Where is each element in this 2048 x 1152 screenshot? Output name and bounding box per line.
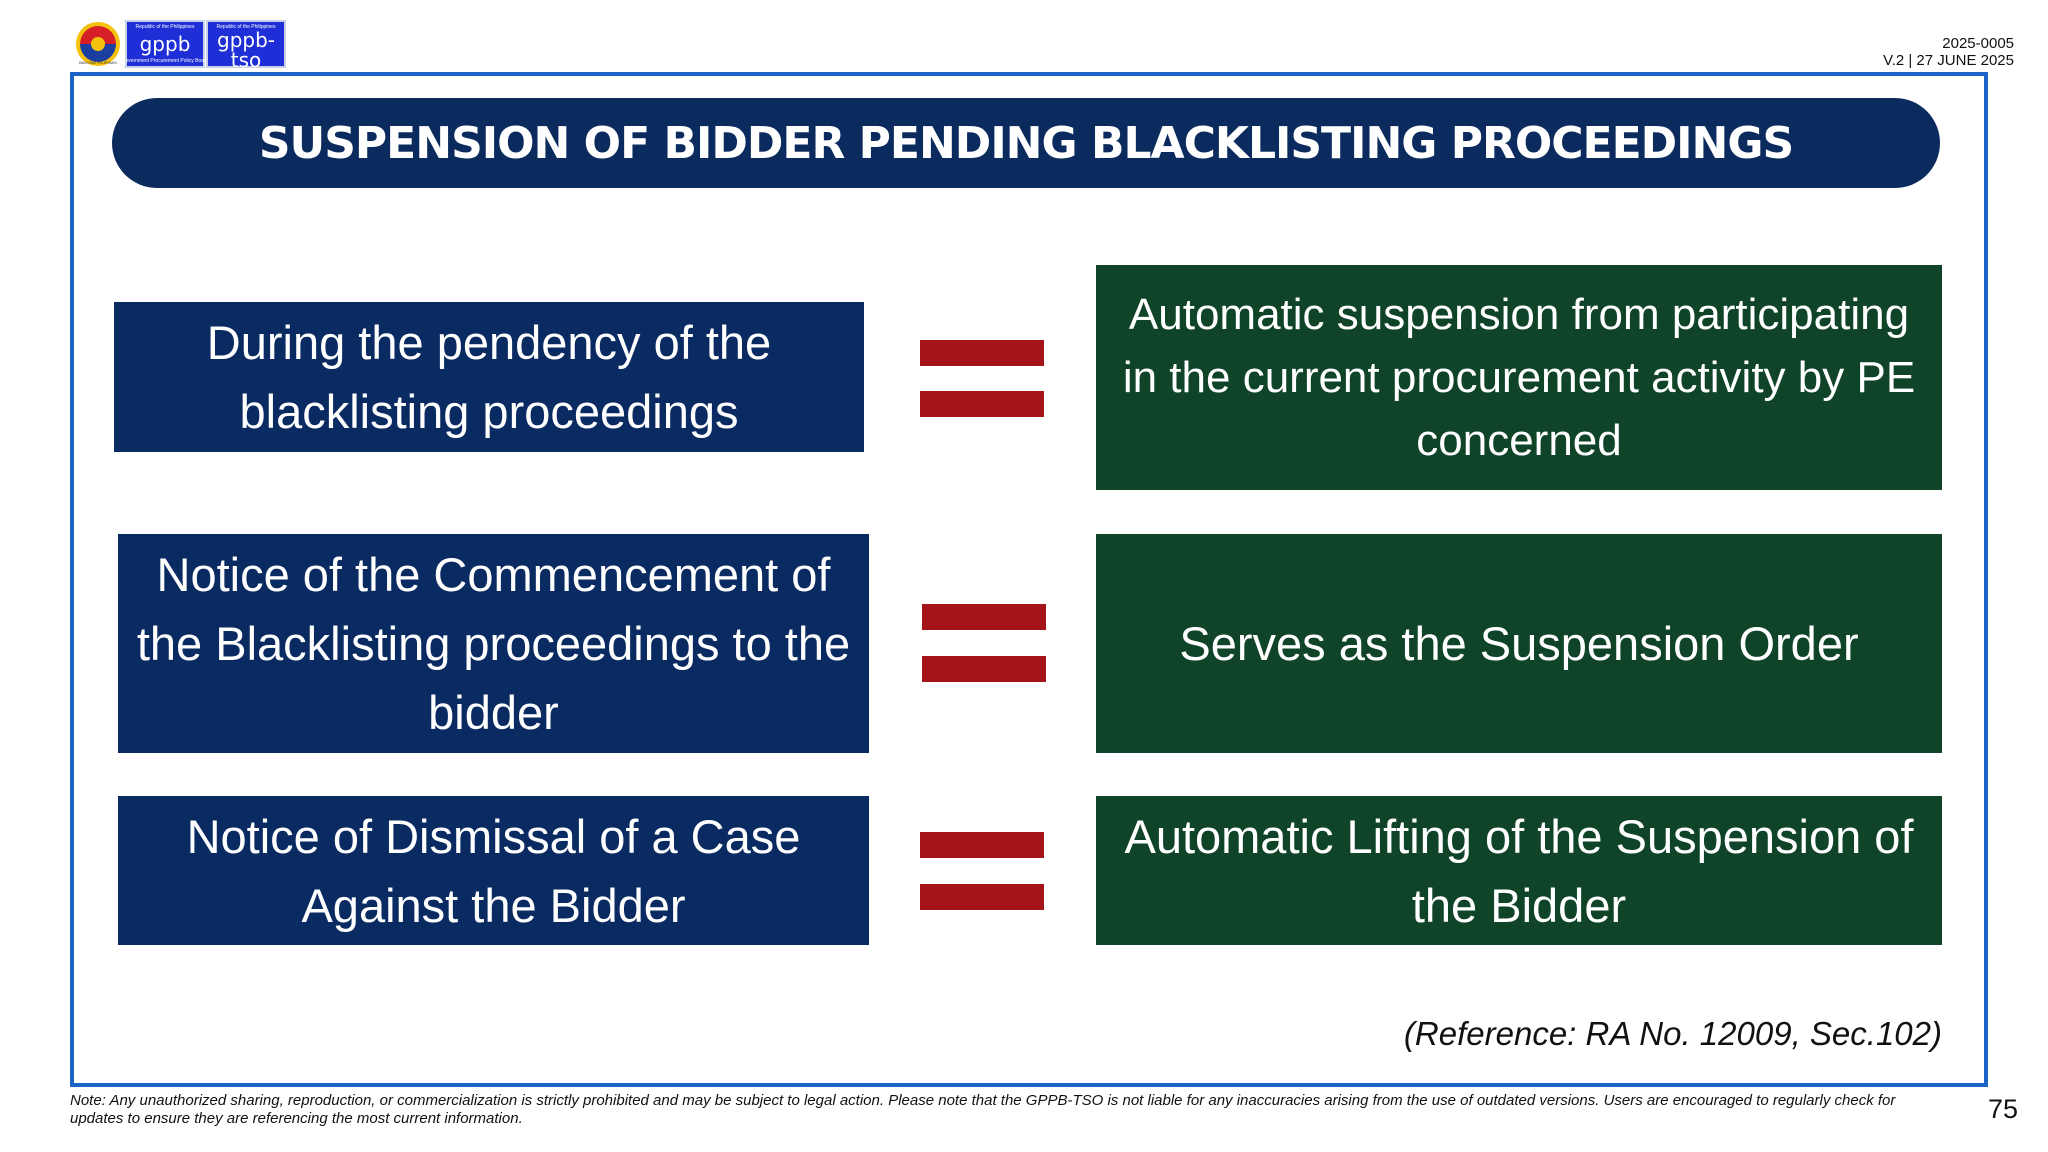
bagong-pilipinas-logo	[74, 20, 122, 68]
document-meta: 2025-0005 V.2 | 27 JUNE 2025	[1883, 35, 2014, 69]
seal-caption: BAGONG PILIPINAS	[79, 60, 117, 65]
condition-box-3: Notice of Dismissal of a Case Against th…	[118, 796, 869, 945]
gppb-logo-top-text: Republic of the Philippines	[135, 24, 195, 30]
equals-bar-top-3	[920, 832, 1044, 858]
gppb-logo: Republic of the Philippines gppb Governm…	[122, 20, 209, 68]
slide-title: SUSPENSION OF BIDDER PENDING BLACKLISTIN…	[112, 98, 1940, 188]
condition-box-1: During the pendency of the blacklisting …	[114, 302, 864, 452]
equals-bar-bottom-2	[922, 656, 1046, 682]
footer-note: Note: Any unauthorized sharing, reproduc…	[70, 1092, 1896, 1127]
gppb-logo-brand: gppb	[139, 32, 191, 56]
result-box-2: Serves as the Suspension Order	[1096, 534, 1942, 753]
gppb-logo-bottom-text: Government Procurement Policy Board	[121, 58, 209, 64]
gppb-tso-logo: Republic of the Philippines gppb-tso Gov…	[175, 20, 317, 76]
tso-logo-brand: gppb-tso	[217, 28, 275, 72]
tso-logo-top-text: Republic of the Philippines	[216, 24, 276, 30]
page-number: 75	[1987, 1094, 2018, 1124]
result-box-3: Automatic Lifting of the Suspension of t…	[1096, 796, 1942, 945]
doc-number: 2025-0005	[1942, 35, 2014, 52]
slide-frame	[70, 72, 1988, 1087]
equals-bar-top-1	[920, 340, 1044, 366]
equals-bar-bottom-3	[920, 884, 1044, 910]
result-box-1: Automatic suspension from participating …	[1096, 265, 1942, 490]
condition-box-2: Notice of the Commencement of the Blackl…	[118, 534, 869, 753]
equals-bar-top-2	[922, 604, 1046, 630]
reference-citation: (Reference: RA No. 12009, Sec.102)	[1403, 1015, 1942, 1052]
equals-bar-bottom-1	[920, 391, 1044, 417]
doc-version: V.2 | 27 JUNE 2025	[1883, 52, 2014, 69]
